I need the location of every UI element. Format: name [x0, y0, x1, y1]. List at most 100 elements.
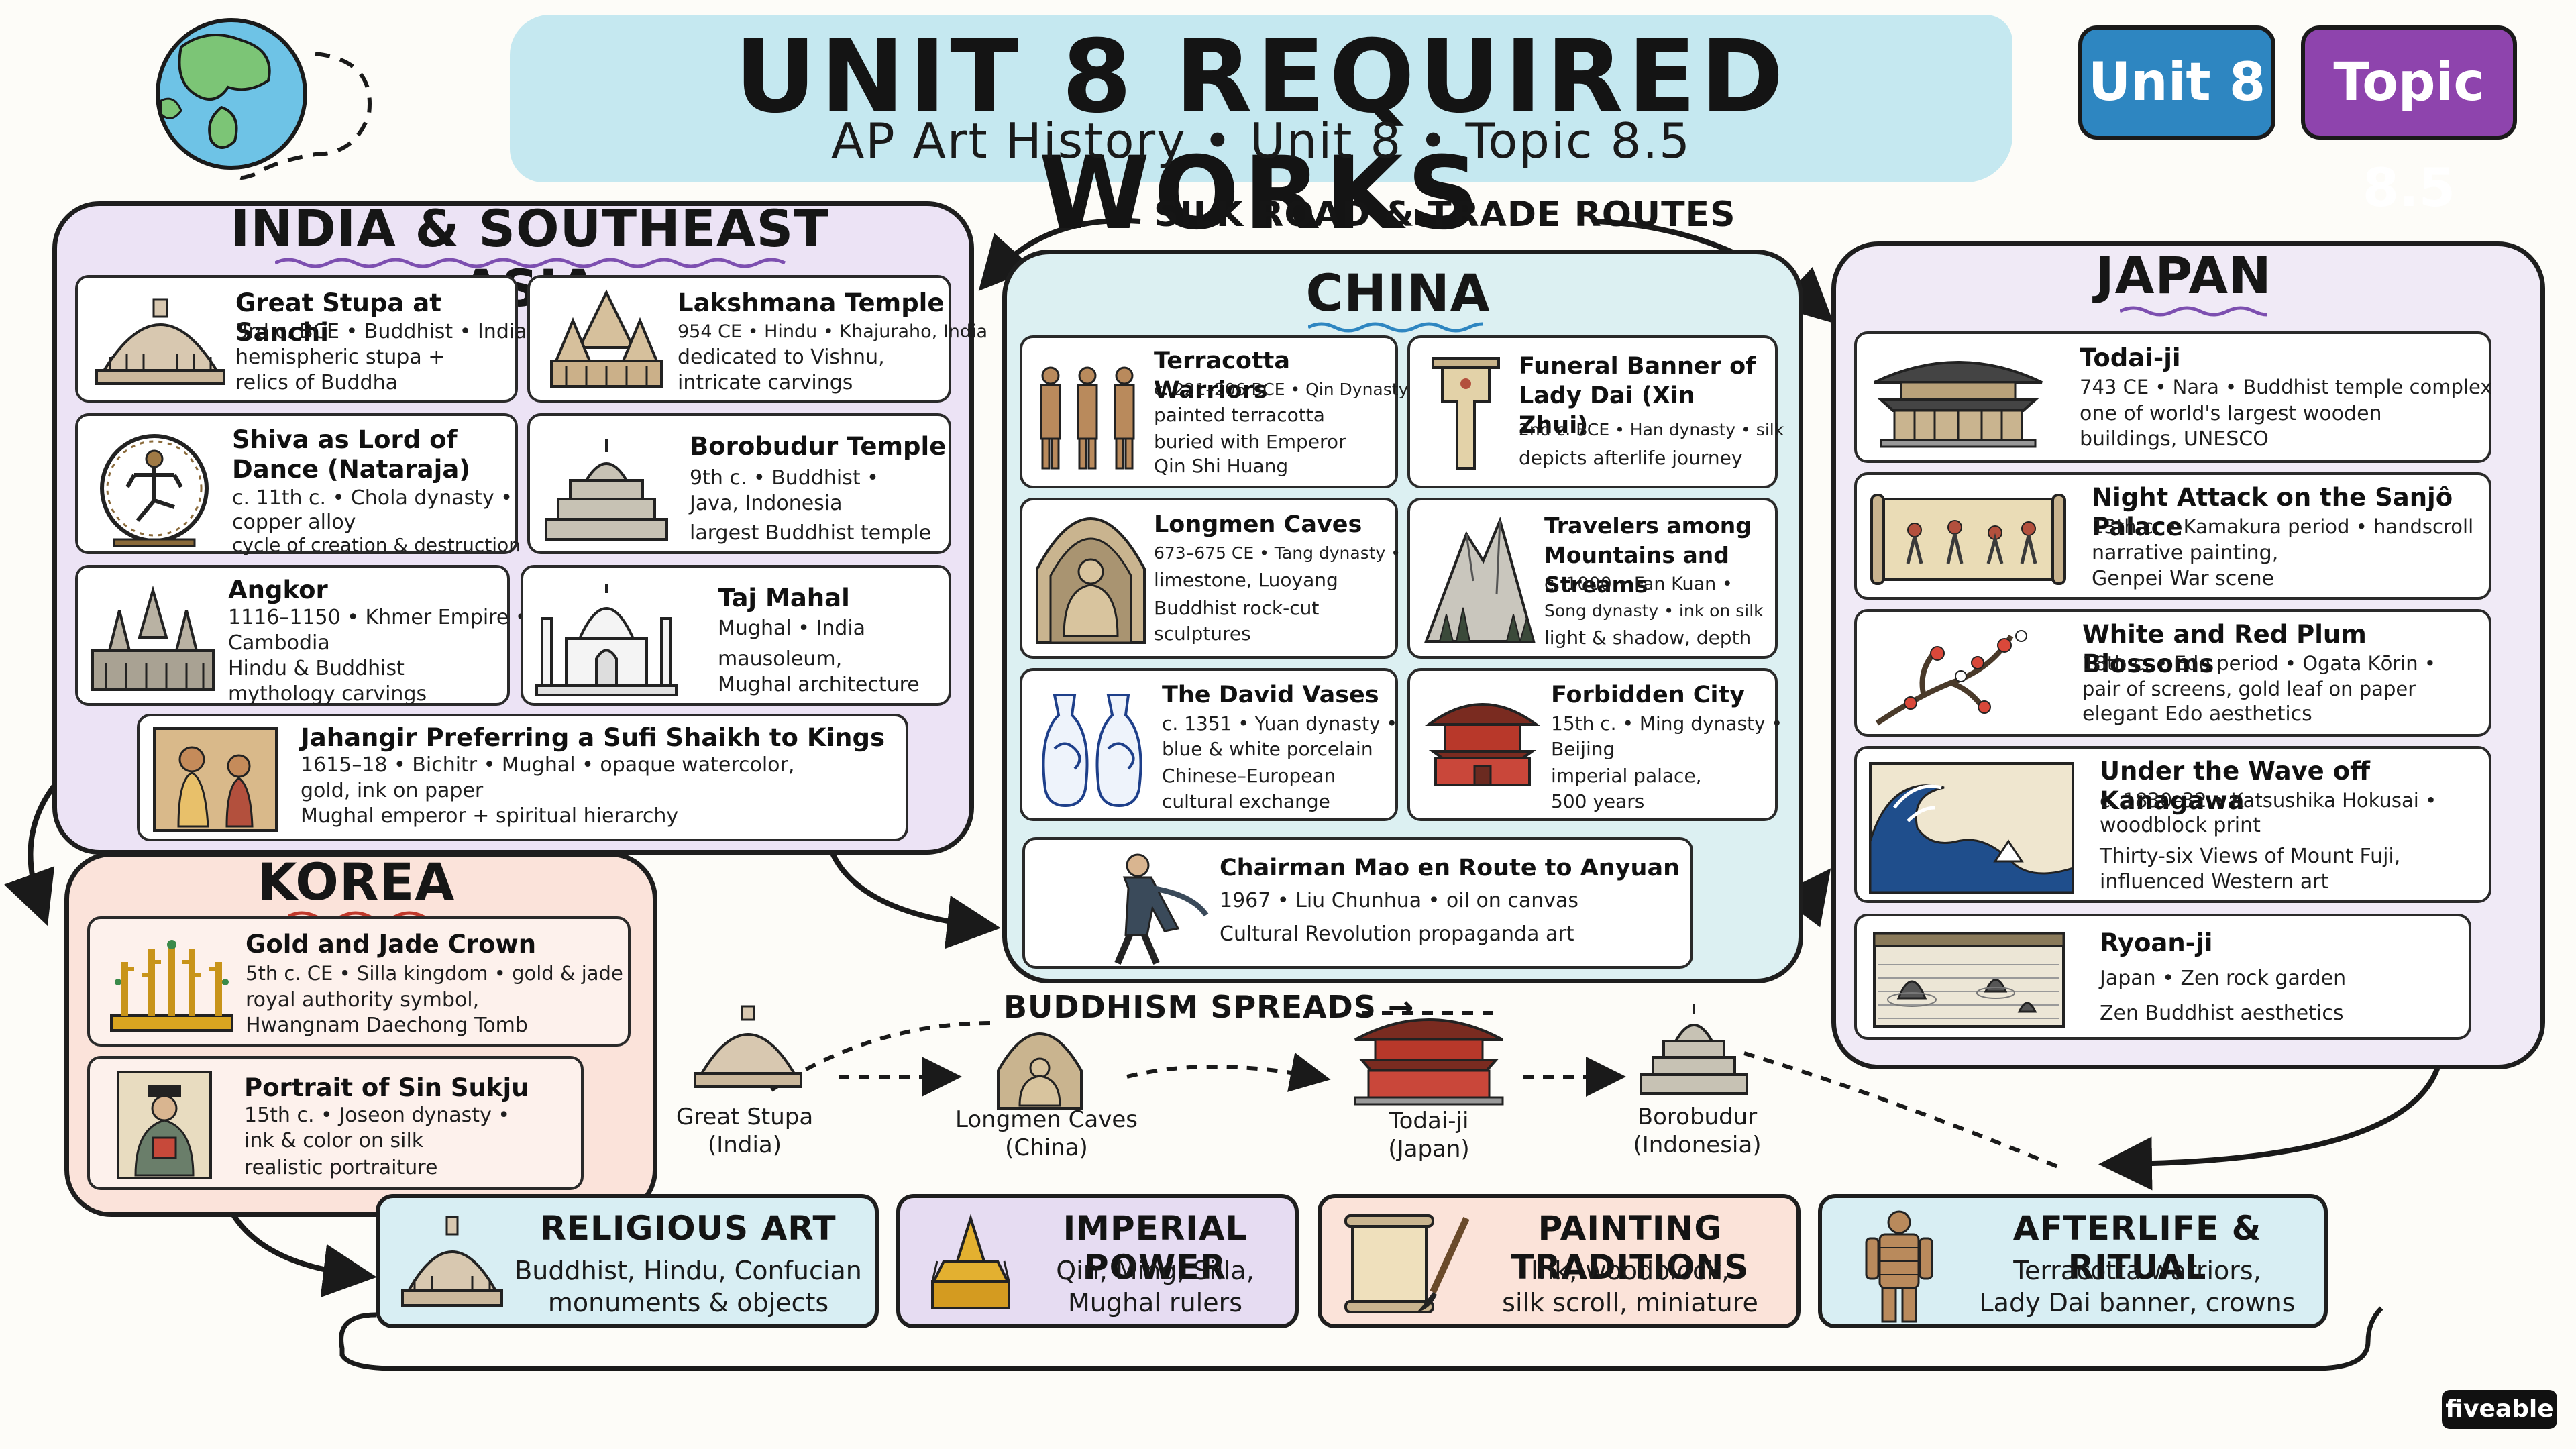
card-line: influenced Western art	[2100, 870, 2329, 894]
card-title: White and Red Plum Blossoms	[2082, 620, 2367, 678]
handscroll-icon	[1870, 494, 2066, 585]
theme-title: IMPERIAL POWER	[1063, 1209, 1248, 1287]
card-line: elegant Edo aesthetics	[2082, 702, 2312, 726]
card-line: one of world's largest wooden	[2080, 402, 2382, 425]
card-line: c. 1830–32 • Katsushika Hokusai •	[2100, 789, 2437, 812]
card-forbidden-city[interactable]: Forbidden City 15th c. • Ming dynasty • …	[1407, 668, 1782, 821]
theme-painting-traditions[interactable]: PAINTING TRADITIONS Ink, woodblock, silk…	[1318, 1194, 1801, 1328]
card-nataraja[interactable]: Shiva as Lord of Dance (Nataraja) c. 11t…	[75, 413, 521, 556]
card-great-stupa[interactable]: Great Stupa at Sanchi 3rd c. BCE • Buddh…	[75, 275, 527, 402]
card-jahangir[interactable]: Jahangir Preferring a Sufi Shaikh to Kin…	[137, 714, 908, 841]
card-title: Lakshmana Temple	[678, 288, 945, 317]
card-line: sculptures	[1154, 623, 1251, 645]
card-title: Chairman Mao en Route to Anyuan	[1220, 855, 1680, 881]
card-david-vases[interactable]: The David Vases c. 1351 • Yuan dynasty •…	[1020, 668, 1398, 821]
card-line: 9th c. • Buddhist •	[690, 466, 879, 490]
card-great-wave[interactable]: Under the Wave off Kanagawa c. 1830–32 •…	[1854, 746, 2491, 903]
card-line: pair of screens, gold leaf on paper	[2082, 678, 2416, 700]
card-line: largest Buddhist temple	[690, 521, 932, 545]
card-line: mausoleum,	[718, 647, 843, 671]
card-line: 1967 • Liu Chunhua • oil on canvas	[1220, 889, 1579, 912]
card-line: ink & color on silk	[244, 1129, 424, 1152]
page-subtitle: AP Art History • Unit 8 • Topic 8.5	[831, 113, 1691, 169]
card-title: Ryoan-ji	[2100, 928, 2213, 957]
card-title: The David Vases	[1162, 682, 1379, 708]
todaiji-icon	[1354, 1018, 1504, 1106]
borobudur-icon	[545, 439, 668, 541]
card-chairman-mao[interactable]: Chairman Mao en Route to Anyuan 1967 • L…	[1022, 837, 1693, 969]
card-line: 500 years	[1551, 790, 1645, 812]
card-terracotta-warriors[interactable]: Terracotta Warriors c. 221–206 BCE • Qin…	[1020, 335, 1424, 488]
card-lady-dai-banner[interactable]: Funeral Banner of Lady Dai (Xin Zhui) 2n…	[1407, 335, 1784, 488]
card-borobudur[interactable]: Borobudur Temple 9th c. • Buddhist • Jav…	[527, 413, 951, 554]
palace-icon	[1424, 703, 1541, 786]
theme-title: AFTERLIFE & RITUAL	[2012, 1209, 2262, 1287]
brand-logo[interactable]: fiveable	[2442, 1390, 2557, 1429]
stupa-icon	[401, 1216, 503, 1307]
region-title-japan: JAPAN	[2095, 246, 2272, 305]
theme-line: Ink, woodblock,	[1530, 1256, 1730, 1285]
card-line: light & shadow, depth	[1544, 627, 1752, 649]
card-line: gold, ink on paper	[301, 779, 484, 802]
card-line: Java, Indonesia	[690, 492, 843, 515]
card-longmen-caves[interactable]: Longmen Caves 673–675 CE • Tang dynasty …	[1020, 498, 1401, 659]
region-title-korea: KOREA	[257, 852, 455, 912]
vases-icon	[1042, 694, 1142, 808]
card-line: Song dynasty • ink on silk	[1544, 601, 1764, 621]
card-line: Mughal emperor + spiritual hierarchy	[301, 804, 679, 828]
card-line: relics of Buddha	[235, 371, 398, 394]
nataraja-icon	[100, 434, 209, 547]
topic-badge[interactable]: Topic 8.5	[2301, 25, 2517, 219]
card-sin-sukju[interactable]: Portrait of Sin Sukju 15th c. • Joseon d…	[87, 1056, 584, 1190]
card-night-attack-sanjo[interactable]: Night Attack on the Sanjô Palace 13th c.…	[1854, 472, 2491, 600]
card-line: 1615–18 • Bichitr • Mughal • opaque wate…	[301, 753, 795, 777]
theme-line: Lady Dai banner, crowns	[1979, 1288, 2296, 1318]
china-title-underline	[1308, 322, 1483, 333]
globe-icon	[156, 18, 372, 180]
card-gold-jade-crown[interactable]: Gold and Jade Crown 5th c. CE • Silla ki…	[87, 916, 631, 1046]
page-title: UNIT 8 REQUIRED WORKS	[735, 19, 1788, 252]
card-taj-mahal[interactable]: Taj Mahal Mughal • India mausoleum, Mugh…	[521, 565, 951, 706]
card-line: Cultural Revolution propaganda art	[1220, 922, 1574, 946]
theme-line: Qin, Ming, Silla,	[1056, 1256, 1254, 1285]
card-line: 5th c. CE • Silla kingdom • gold & jade	[246, 962, 623, 985]
scroll-brush-icon	[1344, 1214, 1470, 1313]
card-todaiji[interactable]: Todai-ji 743 CE • Nara • Buddhist temple…	[1854, 331, 2492, 463]
card-line: 13th c. • Kamakura period • handscroll	[2092, 515, 2474, 538]
card-angkor[interactable]: Angkor 1116–1150 • Khmer Empire • Cambod…	[75, 565, 527, 706]
card-travelers-mountains[interactable]: Travelers among Mountains and Streams c.…	[1407, 498, 1778, 659]
card-line: hemispheric stupa +	[235, 345, 445, 369]
flow-label-great-stupa: Great Stupa (India)	[676, 1104, 814, 1159]
theme-imperial-power[interactable]: IMPERIAL POWER Qin, Ming, Silla, Mughal …	[896, 1194, 1299, 1328]
card-line: Mughal architecture	[718, 673, 920, 696]
card-ryoanji[interactable]: Ryoan-ji Japan • Zen rock garden Zen Bud…	[1854, 914, 2471, 1040]
portrait-icon	[117, 1071, 212, 1179]
card-line: woodblock print	[2100, 814, 2261, 837]
card-line: realistic portraiture	[244, 1156, 438, 1179]
card-line: blue & white porcelain	[1162, 738, 1373, 760]
rock-garden-icon	[1873, 932, 2065, 1028]
card-line: c. 11th c. • Chola dynasty •	[232, 486, 513, 510]
card-line: 743 CE • Nara • Buddhist temple complex	[2080, 376, 2492, 398]
theme-afterlife-ritual[interactable]: AFTERLIFE & RITUAL Terracotta warriors, …	[1818, 1194, 2328, 1328]
card-lakshmana-temple[interactable]: Lakshmana Temple 954 CE • Hindu • Khajur…	[527, 275, 987, 402]
theme-religious-art[interactable]: RELIGIOUS ART Buddhist, Hindu, Confucian…	[376, 1194, 879, 1328]
card-line: 18th c. • Edo period • Ogata Kōrin •	[2082, 652, 2436, 675]
buddha-cave-icon	[997, 1032, 1083, 1110]
card-plum-blossoms[interactable]: White and Red Plum Blossoms 18th c. • Ed…	[1854, 609, 2491, 737]
card-title: Funeral Banner of Lady Dai (Xin Zhui)	[1519, 353, 1756, 439]
card-title: Terracotta Warriors	[1154, 347, 1290, 404]
card-line: Genpei War scene	[2092, 567, 2275, 590]
card-title: Gold and Jade Crown	[246, 930, 537, 959]
card-line: 15th c. • Ming dynasty •	[1551, 712, 1783, 735]
card-line: limestone, Luoyang	[1154, 569, 1338, 591]
flow-label-todaiji: Todai-ji (Japan)	[1388, 1108, 1470, 1163]
flow-label-borobudur: Borobudur (Indonesia)	[1633, 1104, 1762, 1159]
card-line: imperial palace,	[1551, 765, 1702, 787]
card-line: buried with Emperor	[1154, 431, 1346, 453]
card-title: Longmen Caves	[1154, 511, 1362, 538]
warrior-icon	[1865, 1210, 1933, 1323]
unit-badge[interactable]: Unit 8	[2078, 25, 2275, 140]
card-line: Beijing	[1551, 738, 1615, 760]
card-title: Jahangir Preferring a Sufi Shaikh to Kin…	[301, 723, 885, 752]
